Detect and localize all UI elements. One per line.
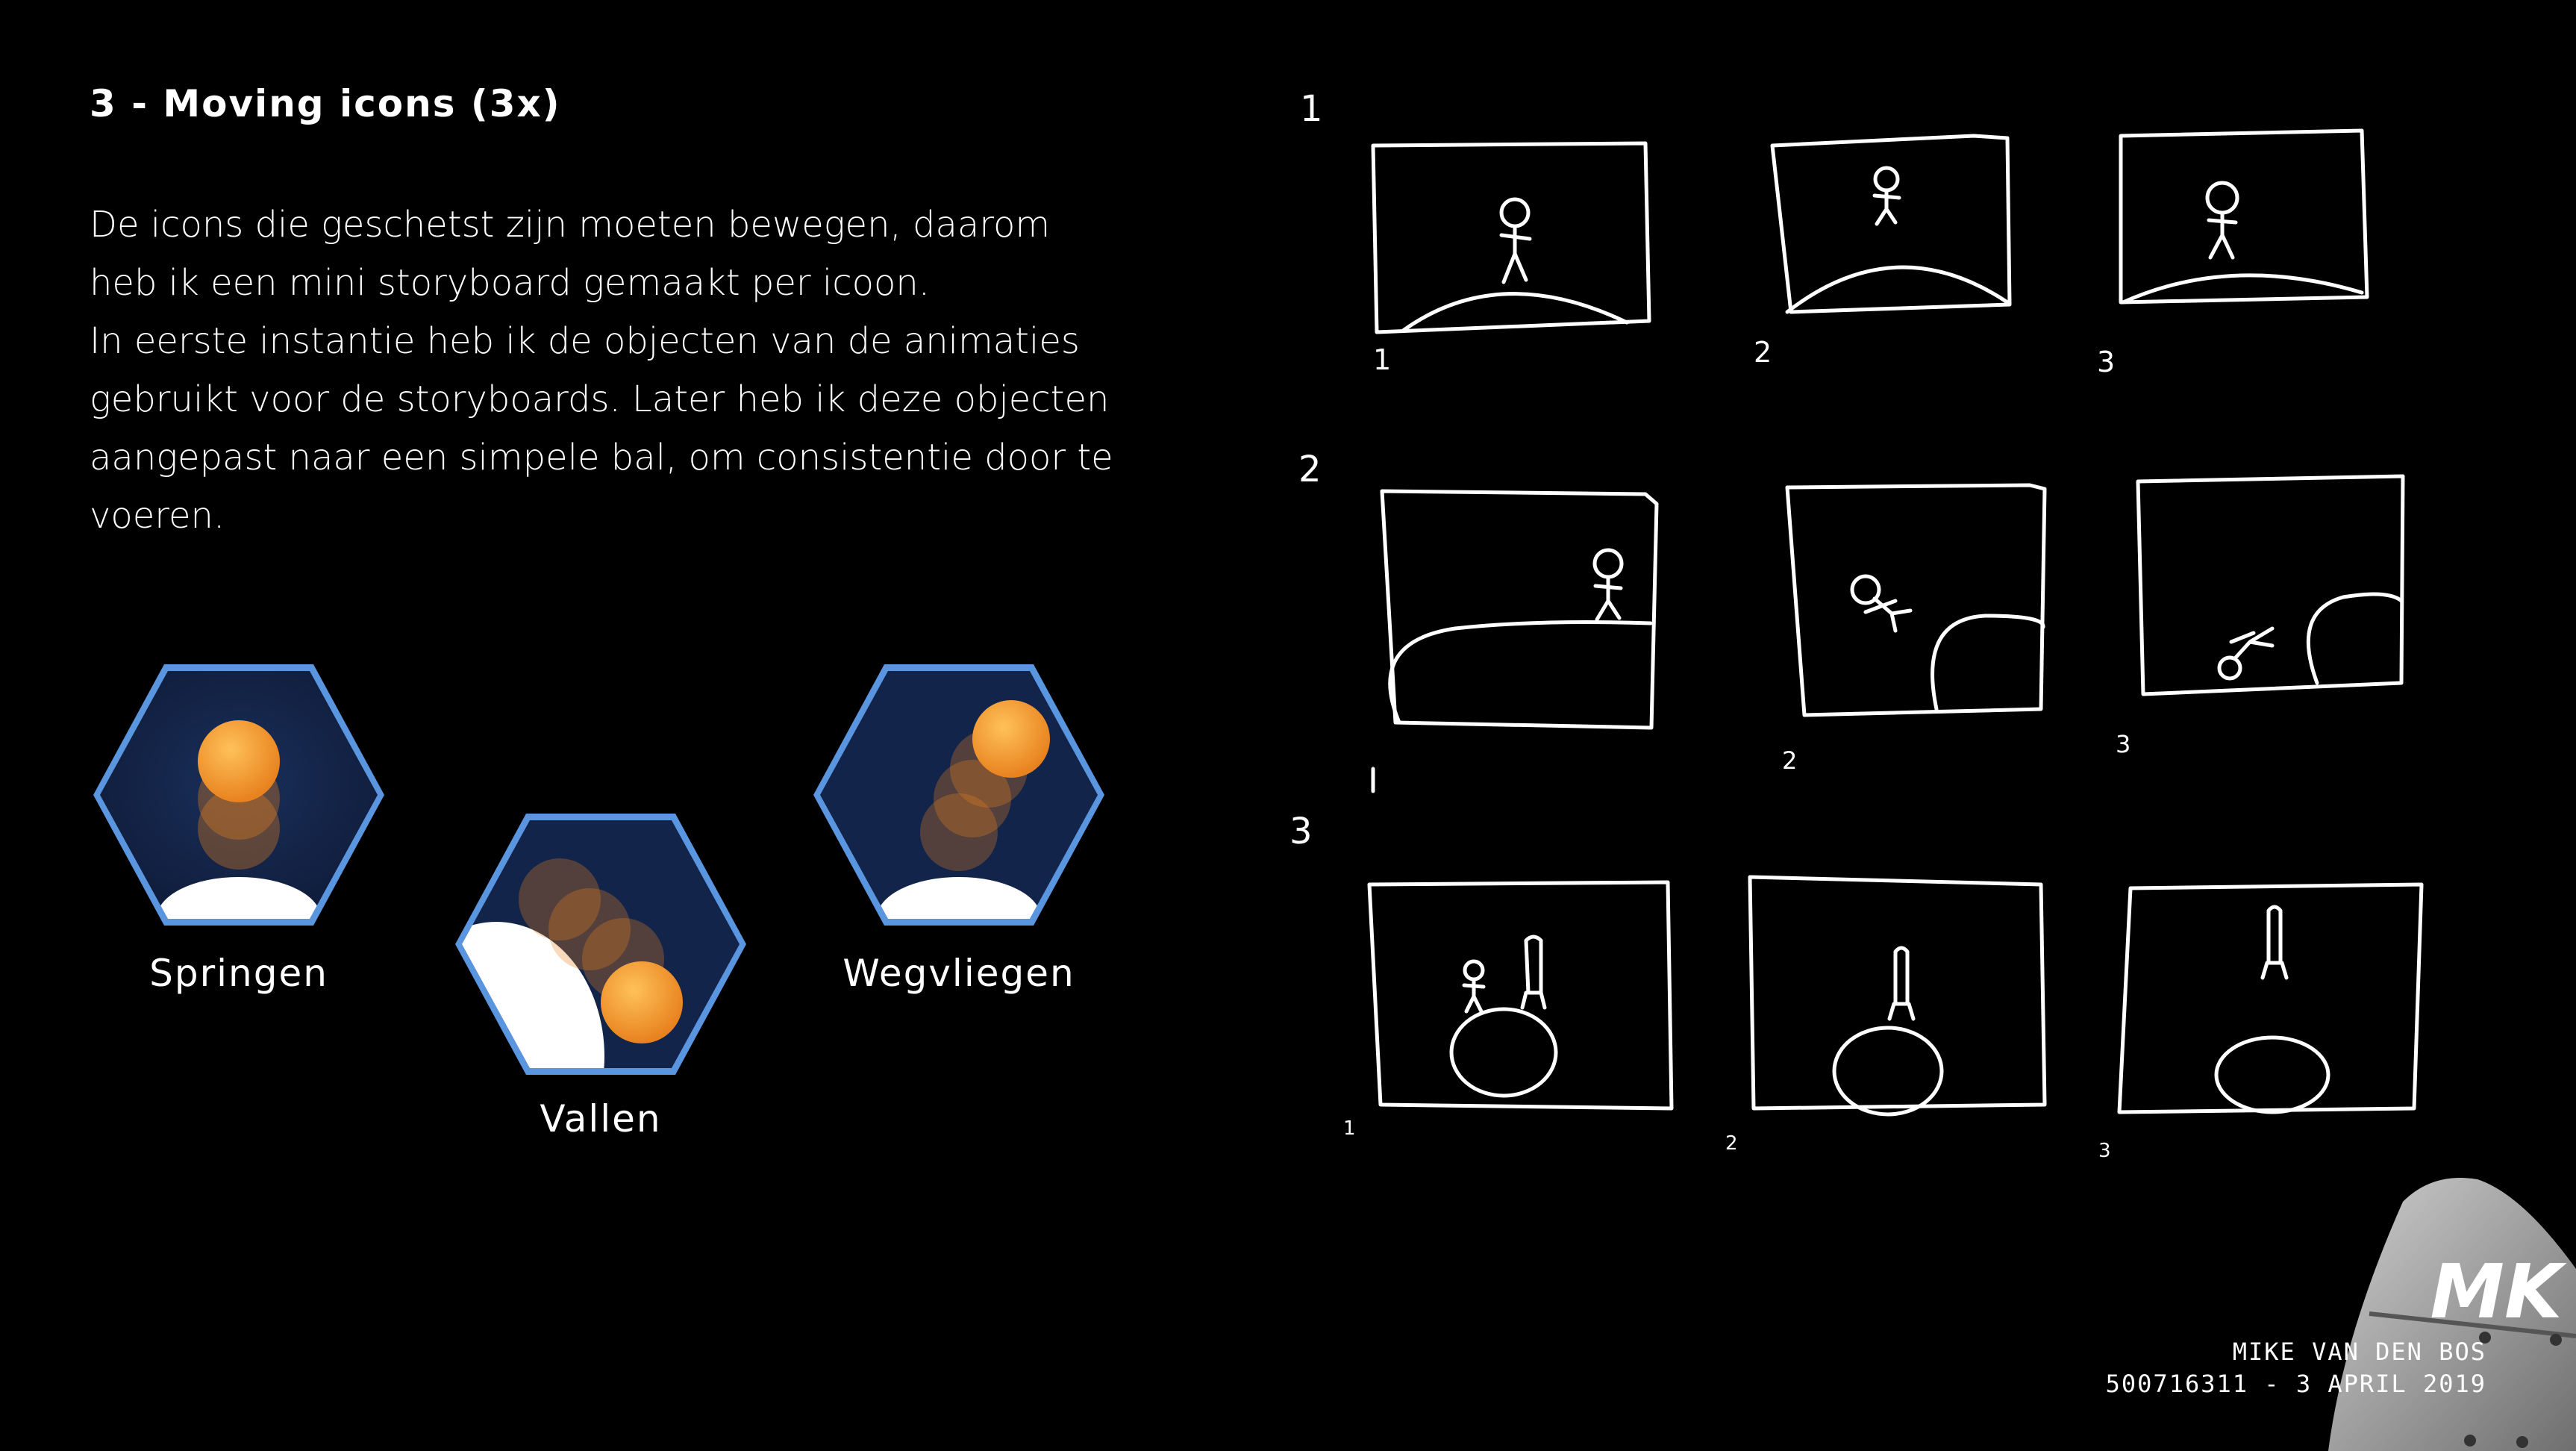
frame-1-1 [1371,141,1651,334]
frame-number-1-2: 2 [1754,336,1772,369]
icon-label-springen: Springen [149,952,328,995]
frame-1-2 [1770,134,2012,314]
paragraph-2: In eerste instantie heb ik de objecten v… [90,320,1113,537]
frame-number-3-2: 2 [1725,1132,1738,1155]
frame-2-3 [2136,474,2405,696]
paragraph-1: De icons die geschetst zijn moeten beweg… [90,204,1051,304]
frame-number-3-3: 3 [2098,1140,2111,1162]
storyboard-sketch: 1 2 3 1 2 3 2 3 [1289,88,2424,1162]
frame-3-3 [2117,882,2424,1114]
frame-1-3 [2119,128,2369,305]
fall-ball-icon [455,814,746,1075]
row-label-2: 2 [1298,449,1322,490]
row-label-1: 1 [1300,88,1323,130]
frame-number-3-1: 1 [1343,1117,1356,1140]
jump-ball-icon [93,664,384,926]
capsule-logo-graphic: MK [2328,1178,2576,1451]
fly-away-ball-icon [813,664,1104,926]
icon-label-vallen: Vallen [540,1097,662,1140]
frame-number-1-3: 3 [2097,346,2115,378]
footer-name: MIKE VAN DEN BOS [2232,1338,2486,1366]
frame-number-1-1: 1 [1373,343,1391,376]
icon-label-wegvliegen: Wegvliegen [842,952,1075,995]
mk-logo: MK [2430,1248,2567,1335]
frame-3-2 [1748,875,2047,1117]
frame-3-1 [1367,880,1674,1111]
row-label-3: 3 [1289,811,1313,852]
frame-2-1 [1380,489,1659,730]
frame-number-2-2: 2 [1782,746,1797,775]
frame-2-2 [1785,483,2047,717]
slide-title: 3 - Moving icons (3x) [90,82,561,125]
footer-student-date: 500716311 - 3 APRIL 2019 [2105,1370,2486,1398]
frame-number-2-3: 3 [2116,730,2130,758]
slide-body: De icons die geschetst zijn moeten beweg… [90,196,1119,545]
